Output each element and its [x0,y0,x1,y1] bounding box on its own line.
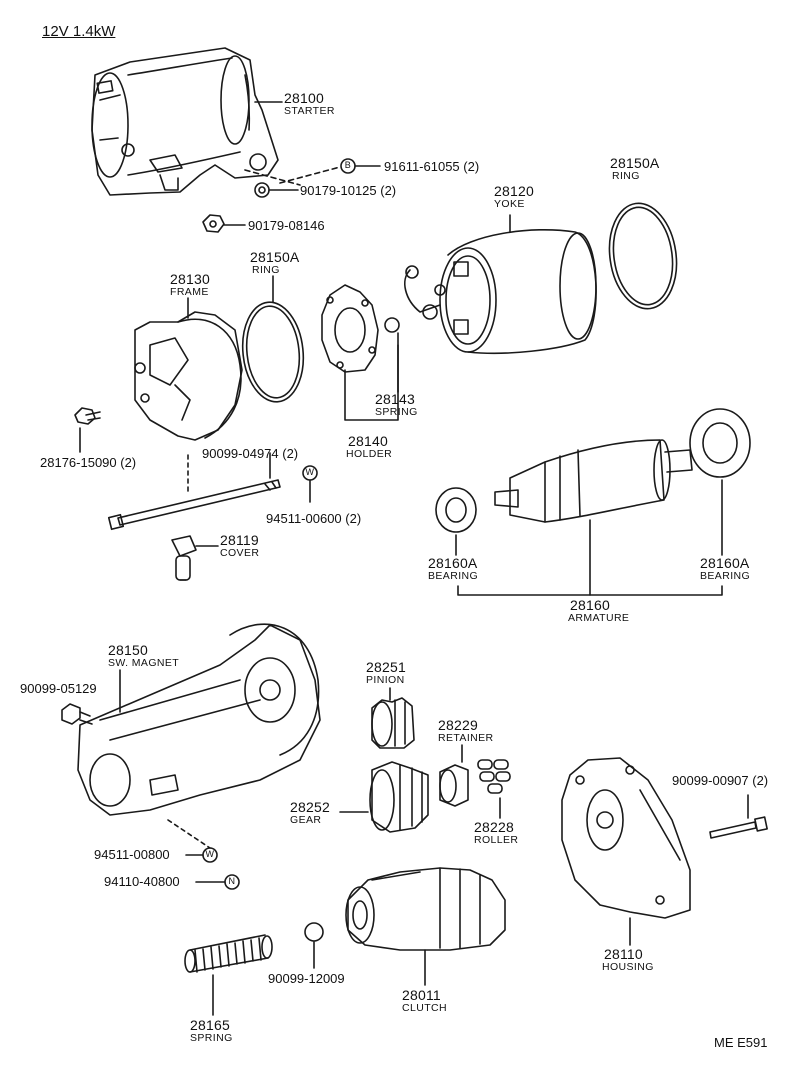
part-name-clutch: CLUTCH [402,1002,447,1014]
starter-assembly-drawing [91,47,279,196]
part-name-bearing-left: BEARING [428,570,479,582]
fastener-90099-12009: 90099-12009 [268,971,345,986]
part-name-ring-right: RING [612,170,640,182]
symbol-b: B [344,160,352,170]
part-number-starter: 28100 [284,90,324,106]
part-number-housing: 28110 [604,946,643,962]
bearing-right-drawing [689,408,751,478]
fastener-94511-00800: 94511-00800 [94,847,170,862]
part-number-holder: 28140 [348,433,388,449]
part-number-yoke: 28120 [494,183,534,199]
bolt-28176-15090-drawing [74,407,101,453]
part-name-gear: GEAR [290,814,322,826]
fastener-94511-00600: 94511-00600 (2) [266,511,362,526]
part-number-roller: 28228 [474,819,514,835]
symbol-w-1: W [305,467,315,477]
part-number-retainer: 28229 [438,717,478,733]
pinion-drawing [371,697,415,749]
part-number-ring-right: 28150A [610,155,660,171]
bearing-left-drawing [435,487,477,533]
symbol-n: N [228,876,236,886]
part-number-gear: 28252 [290,799,330,815]
part-number-pinion: 28251 [366,659,406,675]
part-name-ring-middle: RING [252,264,280,276]
gear-drawing [369,761,429,833]
part-name-housing: HOUSING [602,961,654,973]
part-number-cover: 28119 [220,532,259,548]
retainer-drawing [439,764,469,807]
bolt-90099-00907-drawing [709,816,768,839]
fastener-90099-04974: 90099-04974 (2) [202,446,299,461]
part-number-armature: 28160 [570,597,610,613]
clutch-drawing [345,867,506,951]
nut-90179-08146-drawing [202,214,246,233]
housing-drawing [561,757,691,919]
yoke-drawing [404,229,597,355]
part-number-ring-middle: 28150A [250,249,300,265]
part-name-holder-spring: SPRING [375,406,418,418]
part-name-starter: STARTER [284,105,335,117]
ball-drawing [304,922,324,942]
ring-middle-drawing [241,301,305,403]
holder-drawing [321,284,379,373]
diagram-reference-code: ME E591 [714,1035,768,1050]
frame-drawing [134,311,243,441]
symbol-w-2: W [205,849,215,859]
part-number-bearing-right: 28160A [700,555,750,571]
fastener-90099-00907: 90099-00907 (2) [672,773,769,788]
part-number-bearing-left: 28160A [428,555,478,571]
through-bolt-drawing [107,479,281,531]
nut-90099-05129-drawing [61,703,93,725]
part-number-sw-magnet: 28150 [108,642,148,658]
part-name-spring: SPRING [190,1032,233,1044]
part-name-armature: ARMATURE [568,612,630,624]
cover-drawing [171,535,197,581]
part-name-bearing-right: BEARING [700,570,751,582]
sw-magnet-drawing [77,623,321,816]
armature-drawing [494,439,693,523]
part-number-frame: 28130 [170,271,210,287]
fastener-90179-08146: 90179-08146 [248,218,325,233]
spring-drawing [184,934,273,973]
fastener-94110-40800: 94110-40800 [104,874,180,889]
fastener-90099-05129: 90099-05129 [20,681,97,696]
part-name-frame: FRAME [170,286,209,298]
part-name-sw-magnet: SW. MAGNET [108,657,180,669]
fastener-28176-15090: 28176-15090 (2) [40,455,137,470]
roller-drawing [477,759,511,794]
part-name-roller: ROLLER [474,834,519,846]
part-name-yoke: YOKE [494,198,525,210]
part-number-spring: 28165 [190,1017,230,1033]
part-number-holder-spring: 28143 [375,391,415,407]
fastener-90179-10125: 90179-10125 (2) [300,183,397,198]
part-name-holder: HOLDER [346,448,393,460]
part-name-pinion: PINION [366,674,405,686]
part-name-retainer: RETAINER [438,732,494,744]
diagram-title: 12V 1.4kW [42,23,116,40]
part-number-clutch: 28011 [402,987,441,1003]
bolt-90179-10125-drawing [254,182,299,198]
ring-right-drawing [608,202,678,310]
fastener-91611-61055: 91611-61055 (2) [384,159,480,174]
holder-spring-drawing [384,317,400,333]
part-name-cover: COVER [220,547,260,559]
